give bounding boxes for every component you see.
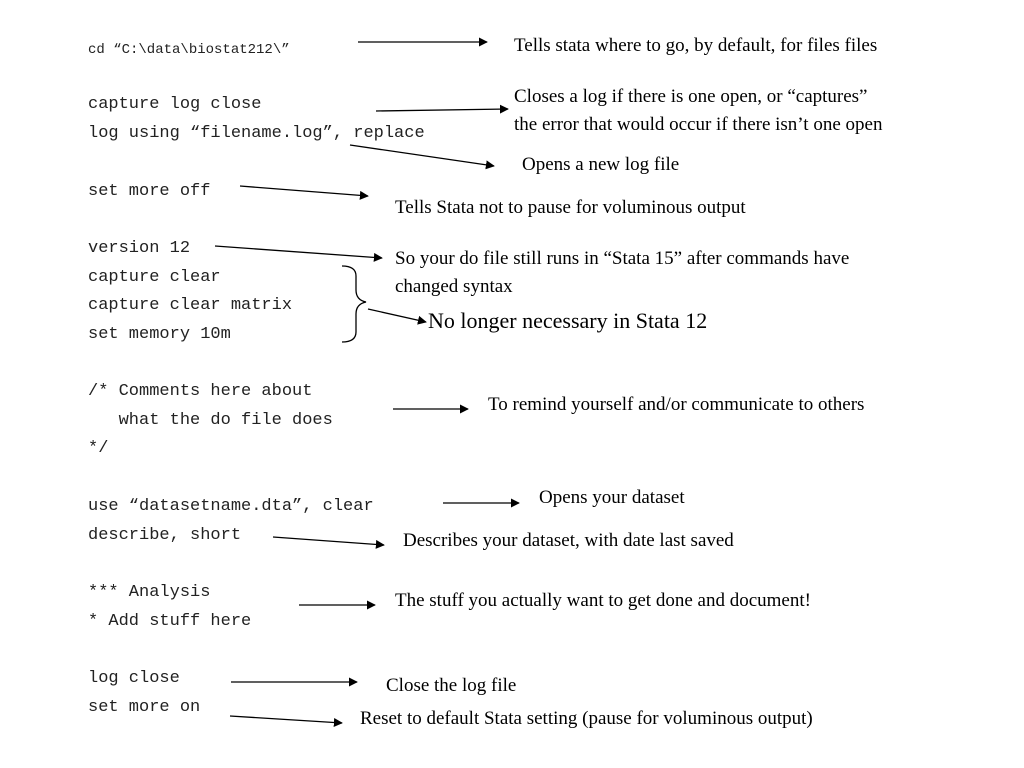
arrow-describe	[272, 536, 385, 549]
note-capture-line2: the error that would occur if there isn’…	[514, 114, 883, 135]
code-line-capture-clear-matrix: capture clear matrix	[88, 296, 293, 315]
code-line-set-memory: set memory 10m	[88, 325, 231, 344]
code-line-log-close: log close	[88, 669, 180, 688]
code-line-comment-body: what the do file does	[88, 411, 333, 430]
arrow-memory	[367, 308, 427, 325]
code-line-use-dataset: use “datasetname.dta”, clear	[88, 497, 374, 516]
code-line-cd: cd “C:\data\biostat212\”	[88, 42, 290, 58]
code-line-comment-open: /* Comments here about	[88, 382, 313, 401]
note-more-on: Reset to default Stata setting (pause fo…	[360, 708, 813, 729]
note-log-using: Opens a new log file	[522, 154, 680, 175]
code-line-add-stuff: * Add stuff here	[88, 612, 252, 631]
arrow-more-on	[229, 715, 343, 727]
note-capture-line1: Closes a log if there is one open, or “c…	[514, 86, 868, 107]
code-line-capture-clear: capture clear	[88, 268, 221, 287]
note-use: Opens your dataset	[539, 487, 685, 508]
note-version-line1: So your do file still runs in “Stata 15”…	[395, 248, 850, 269]
code-line-capture-log-close: capture log close	[88, 95, 262, 114]
arrow-version	[214, 245, 383, 262]
note-version-line2: changed syntax	[395, 276, 513, 297]
note-memory: No longer necessary in Stata 12	[428, 308, 708, 333]
note-comments: To remind yourself and/or communicate to…	[488, 394, 865, 415]
note-log-close: Close the log file	[386, 675, 517, 696]
note-analysis: The stuff you actually want to get done …	[395, 590, 811, 611]
code-line-set-more-off: set more off	[88, 182, 211, 201]
memory-brace	[341, 265, 367, 343]
note-cd: Tells stata where to go, by default, for…	[514, 35, 878, 56]
code-line-log-using: log using “filename.log”, replace	[88, 124, 425, 143]
note-describe: Describes your dataset, with date last s…	[403, 530, 734, 551]
arrow-log-using	[349, 144, 495, 170]
arrow-more-off	[239, 185, 369, 200]
code-line-comment-close: */	[88, 439, 109, 458]
arrow-capture	[375, 104, 509, 114]
code-line-set-more-on: set more on	[88, 698, 201, 717]
note-more-off: Tells Stata not to pause for voluminous …	[395, 197, 746, 218]
code-line-describe: describe, short	[88, 526, 242, 545]
code-line-analysis-header: *** Analysis	[88, 583, 211, 602]
code-line-version: version 12	[88, 239, 191, 258]
